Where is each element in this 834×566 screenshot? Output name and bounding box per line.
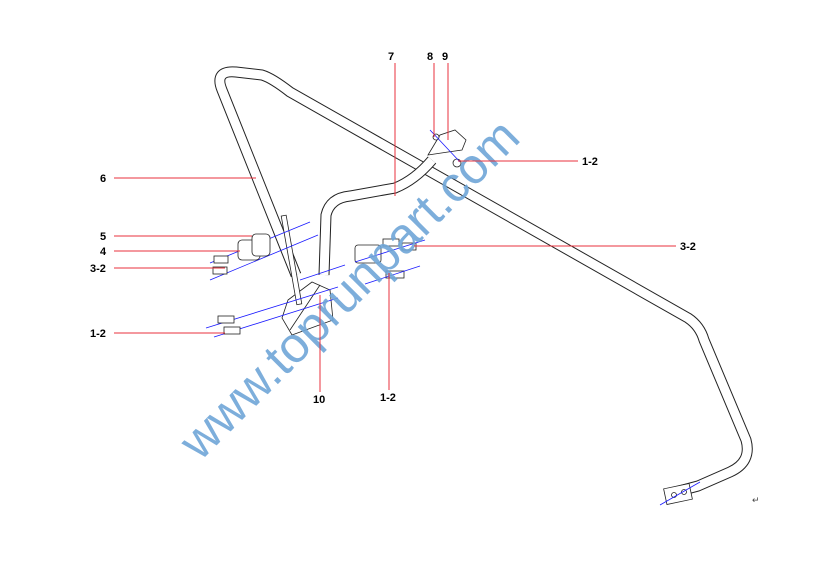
watermark: www.toprunpart.com	[167, 108, 530, 471]
callout-1-2-bottom: 1-2	[380, 392, 396, 404]
callout-3-2-right: 3-2	[680, 241, 696, 253]
callout-10: 10	[313, 394, 325, 406]
callout-7: 7	[388, 51, 394, 63]
clamp-left	[212, 233, 271, 335]
callout-3-2-left: 3-2	[90, 263, 106, 275]
paragraph-mark: ↵	[752, 495, 760, 505]
callout-1-2-left: 1-2	[90, 328, 106, 340]
callout-8: 8	[427, 51, 433, 63]
end-bracket	[659, 481, 701, 506]
leader-lines	[114, 63, 676, 392]
inner-pipe	[318, 156, 437, 276]
callout-1-2-top: 1-2	[582, 156, 598, 168]
main-tube-frame	[214, 66, 753, 500]
callout-9: 9	[442, 51, 448, 63]
top-clamp	[427, 129, 467, 168]
callout-6: 6	[100, 173, 106, 185]
callout-5: 5	[100, 231, 106, 243]
clamp-right	[354, 238, 426, 285]
callout-4: 4	[100, 246, 107, 258]
